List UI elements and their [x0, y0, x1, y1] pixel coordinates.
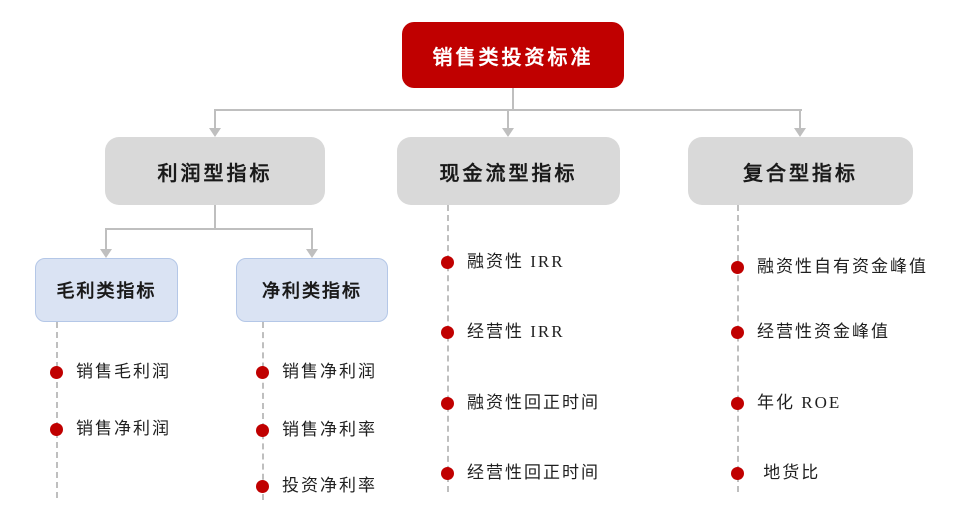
arrow-down-icon [100, 249, 112, 258]
dashed-line-cashflow-column [447, 205, 449, 492]
bullet-icon [441, 466, 454, 480]
bullet-icon [441, 255, 454, 269]
connector-drop-branch1 [214, 109, 216, 130]
branch-node-profit-indicators: 利润型指标 [105, 137, 325, 205]
connector-profit-stem [214, 205, 216, 229]
bullet-icon [441, 325, 454, 339]
indicator-item: 经营性资金峰值 [731, 320, 890, 344]
connector-drop-sub2 [311, 228, 313, 250]
indicator-item: 经营性 IRR [441, 320, 565, 344]
indicator-label: 销售净利率 [282, 420, 377, 439]
bullet-icon [441, 396, 454, 410]
connector-drop-sub1 [105, 228, 107, 250]
indicator-label: 经营性回正时间 [467, 463, 600, 482]
branch-node-cashflow-indicators: 现金流型指标 [397, 137, 620, 205]
bullet-icon [256, 365, 269, 379]
indicator-item: 销售毛利润 [50, 360, 171, 384]
arrow-down-icon [794, 128, 806, 137]
indicator-item: 销售净利率 [256, 418, 377, 442]
sub-node-label: 净利类指标 [262, 281, 362, 301]
sub-node-net-profit-indicators: 净利类指标 [236, 258, 388, 322]
branch-label: 现金流型指标 [439, 162, 578, 185]
connector-root-stem [512, 88, 514, 111]
arrow-down-icon [306, 249, 318, 258]
indicator-label: 融资性自有资金峰值 [757, 257, 928, 276]
indicator-label: 经营性资金峰值 [757, 322, 890, 341]
indicator-label: 经营性 IRR [467, 322, 565, 341]
indicator-item: 融资性回正时间 [441, 391, 600, 415]
indicator-label: 销售净利润 [76, 419, 171, 438]
indicator-label: 融资性回正时间 [467, 393, 600, 412]
dashed-line-composite-column [737, 205, 739, 492]
root-node-sales-investment-standards: 销售类投资标准 [402, 22, 624, 88]
indicator-item: 销售净利润 [50, 417, 171, 441]
indicator-label: 地货比 [757, 463, 821, 482]
sub-node-gross-profit-indicators: 毛利类指标 [35, 258, 178, 322]
indicator-item: 融资性 IRR [441, 250, 565, 274]
indicator-label: 融资性 IRR [467, 252, 565, 271]
indicator-label: 年化 ROE [757, 393, 842, 412]
connector-drop-branch3 [799, 109, 801, 130]
indicator-item: 年化 ROE [731, 391, 841, 415]
branch-label: 利润型指标 [157, 162, 273, 185]
indicator-item: 融资性自有资金峰值 [731, 255, 928, 279]
root-node-label: 销售类投资标准 [432, 46, 594, 69]
arrow-down-icon [502, 128, 514, 137]
bullet-icon [50, 422, 63, 436]
indicator-item: 销售净利润 [256, 360, 377, 384]
arrow-down-icon [209, 128, 221, 137]
bullet-icon [731, 396, 744, 410]
indicator-item: 经营性回正时间 [441, 461, 600, 485]
bullet-icon [731, 466, 744, 480]
indicator-item: 投资净利率 [256, 474, 377, 498]
indicator-label: 销售净利润 [282, 362, 377, 381]
branch-node-composite-indicators: 复合型指标 [688, 137, 913, 205]
indicator-item: 地货比 [731, 461, 820, 485]
bullet-icon [731, 260, 744, 274]
branch-label: 复合型指标 [743, 162, 858, 185]
connector-level2-horizontal [105, 228, 313, 230]
connector-drop-branch2 [507, 109, 509, 130]
bullet-icon [256, 479, 269, 493]
bullet-icon [731, 325, 744, 339]
indicator-label: 投资净利率 [282, 476, 377, 495]
bullet-icon [256, 423, 269, 437]
sub-node-label: 毛利类指标 [56, 281, 157, 301]
bullet-icon [50, 365, 63, 379]
dashed-line-net-profit-column [262, 322, 264, 500]
indicator-label: 销售毛利润 [76, 362, 171, 381]
dashed-line-gross-profit-column [56, 322, 58, 498]
